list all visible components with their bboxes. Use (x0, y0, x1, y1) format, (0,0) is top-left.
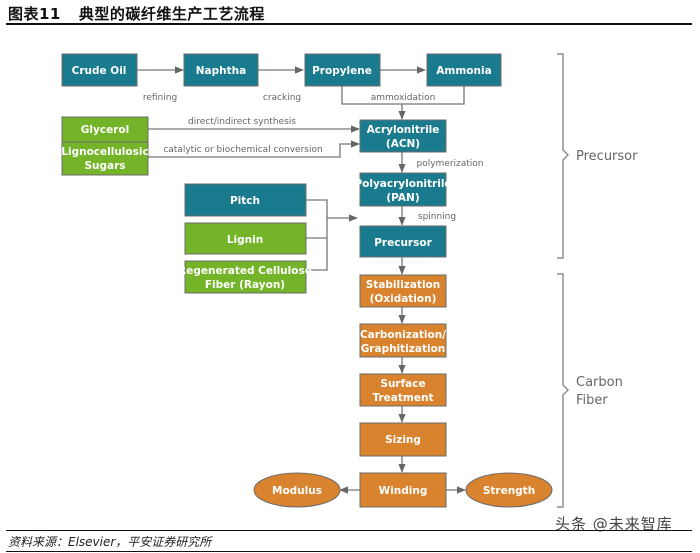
svg-text:Propylene: Propylene (312, 65, 372, 77)
node-crude-oil: Crude Oil (61, 53, 138, 87)
svg-text:Stabilization: Stabilization (366, 279, 440, 291)
svg-text:Winding: Winding (379, 485, 428, 497)
figure-title: 图表11 典型的碳纤维生产工艺流程 (8, 3, 265, 24)
stage-label-fiber: Fiber (576, 393, 608, 408)
svg-text:Sugars: Sugars (84, 160, 125, 172)
watermark: 头条 @未来智库 (555, 515, 673, 533)
figure-number: 图表11 (8, 5, 61, 23)
node-stabilization: Stabilization (Oxidation) (359, 274, 447, 308)
node-ammonia: Ammonia (426, 53, 502, 87)
svg-text:Graphitization: Graphitization (361, 343, 446, 355)
stage-label-precursor: Precursor (576, 149, 638, 164)
edge-sugars-acn (148, 140, 360, 158)
svg-text:Pitch: Pitch (230, 195, 260, 207)
node-winding: Winding (359, 472, 447, 508)
edge-label-refining: refining (143, 93, 177, 103)
node-precursor: Precursor (359, 225, 447, 258)
svg-text:Fiber (Rayon): Fiber (Rayon) (205, 279, 285, 291)
bottom-rule (6, 530, 692, 531)
node-rayon: Regenerated Cellulose Fiber (Rayon) (178, 260, 312, 294)
svg-text:Treatment: Treatment (373, 392, 434, 404)
node-polyacrylonitrile: Polyacrylonitrile (PAN) (354, 172, 452, 207)
node-naphtha: Naphtha (183, 53, 259, 87)
node-lignin: Lignin (184, 222, 307, 255)
svg-text:Sizing: Sizing (385, 434, 421, 446)
edge-label-direct-synthesis: direct/indirect synthesis (188, 117, 296, 127)
edge-alt-merge (306, 199, 328, 271)
svg-text:(ACN): (ACN) (386, 138, 420, 150)
node-lignocellulosic-sugars: Lignocellulosic Sugars (61, 141, 149, 176)
svg-text:Naphtha: Naphtha (196, 65, 246, 77)
source-note: 资料来源：Elsevier，平安证券研究所 (8, 535, 212, 549)
node-pitch: Pitch (184, 183, 307, 217)
node-strength: Strength (465, 472, 553, 508)
edge-label-spinning: spinning (418, 212, 456, 222)
top-rule (6, 23, 692, 25)
node-modulus: Modulus (253, 472, 341, 508)
svg-text:Polyacrylonitrile: Polyacrylonitrile (354, 178, 451, 190)
svg-text:(Oxidation): (Oxidation) (370, 293, 437, 305)
svg-text:Ammonia: Ammonia (436, 65, 491, 77)
svg-text:Acrylonitrile: Acrylonitrile (367, 124, 440, 136)
node-surface-treatment: Surface Treatment (359, 373, 447, 407)
figure-title-text: 典型的碳纤维生产工艺流程 (78, 5, 265, 23)
edge-label-cracking: cracking (263, 93, 301, 103)
bottom-rule-2 (6, 551, 692, 552)
brace-carbon-fiber (557, 273, 569, 508)
edge-label-polymerization: polymerization (416, 159, 483, 169)
node-glycerol: Glycerol (61, 116, 149, 143)
node-carbonization: Carbonization/ Graphitization (359, 323, 447, 358)
svg-text:Regenerated Cellulose: Regenerated Cellulose (178, 265, 312, 277)
svg-text:Surface: Surface (380, 378, 425, 390)
svg-text:Modulus: Modulus (272, 485, 322, 497)
node-acrylonitrile: Acrylonitrile (ACN) (359, 119, 447, 153)
node-sizing: Sizing (359, 422, 447, 457)
brace-precursor (557, 53, 569, 259)
node-propylene: Propylene (304, 53, 381, 87)
svg-text:Crude Oil: Crude Oil (72, 65, 127, 77)
edge-label-catalytic: catalytic or biochemical conversion (163, 145, 322, 155)
svg-text:Carbonization/: Carbonization/ (360, 329, 446, 341)
edge-label-ammoxidation: ammoxidation (371, 93, 436, 103)
svg-text:Glycerol: Glycerol (81, 124, 129, 136)
svg-text:Strength: Strength (483, 485, 535, 497)
svg-text:Lignin: Lignin (227, 234, 263, 246)
edge-ammoxidation-bracket (341, 86, 465, 105)
svg-text:Lignocellulosic: Lignocellulosic (61, 146, 148, 158)
svg-text:(PAN): (PAN) (386, 192, 419, 204)
svg-text:Precursor: Precursor (374, 237, 432, 249)
stage-label-carbon: Carbon (576, 375, 623, 390)
